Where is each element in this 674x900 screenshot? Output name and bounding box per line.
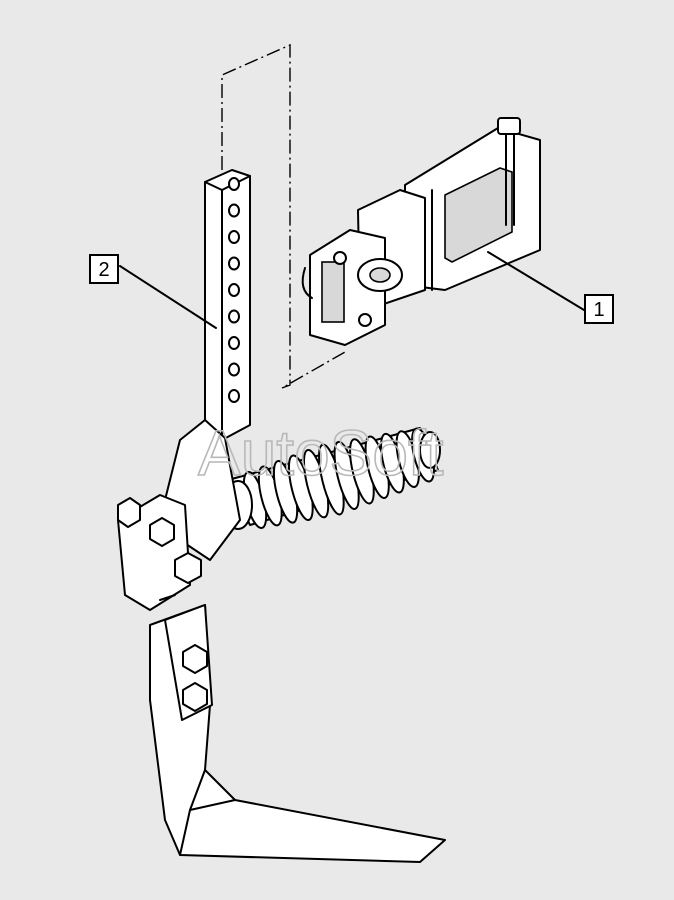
shank-hole <box>228 309 240 324</box>
cultivator-tine <box>149 604 446 863</box>
assembly-guide-line <box>221 43 346 389</box>
callout-2: 2 <box>89 254 217 329</box>
shank-hole <box>228 177 240 191</box>
hex-bolt <box>182 682 208 712</box>
shank-hole <box>228 256 240 271</box>
callout-1-label: 1 <box>593 299 604 321</box>
pivot-arm <box>117 419 241 611</box>
shank-adjustment-holes <box>228 177 240 403</box>
hex-bolt <box>182 644 208 674</box>
mounting-bracket <box>301 117 541 346</box>
hex-nut <box>174 552 202 584</box>
shank-hole <box>228 283 240 297</box>
shank-hole <box>228 389 240 403</box>
hex-nut <box>149 517 175 547</box>
callout-2-label: 2 <box>98 259 109 281</box>
compression-spring <box>242 427 435 530</box>
clevis-slot <box>321 261 345 323</box>
shank-hole <box>228 230 240 244</box>
perforated-shank <box>204 169 251 441</box>
shank-hole <box>228 362 240 377</box>
callout-2-box <box>89 254 119 284</box>
callout-2-leader <box>119 265 217 329</box>
shank-hole <box>228 336 240 350</box>
hex-bolt-head <box>497 117 521 135</box>
watermark-text: AutoSoft <box>198 417 444 489</box>
callout-1-box <box>584 294 614 324</box>
shank-hole <box>228 203 240 218</box>
callout-1-leader <box>487 251 585 311</box>
callout-1: 1 <box>487 251 614 324</box>
